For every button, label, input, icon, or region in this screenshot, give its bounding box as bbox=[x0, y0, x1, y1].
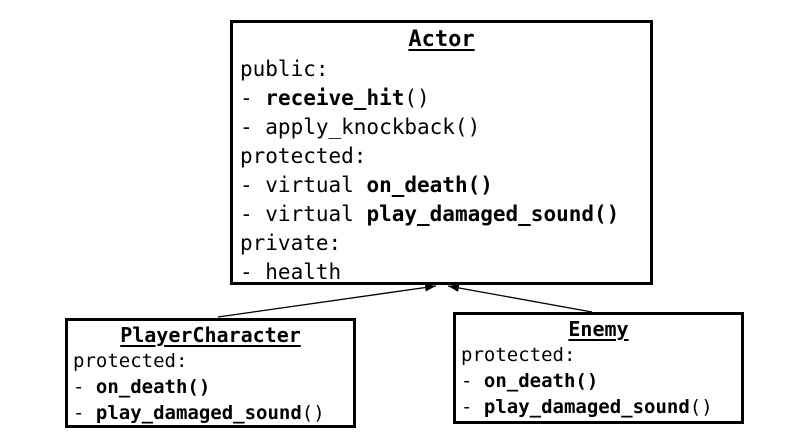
member-line: protected: bbox=[461, 344, 576, 366]
class-members-enemy: protected: - on_death() - play_damaged_sou… bbox=[461, 342, 741, 420]
member-line: - on_death() bbox=[461, 370, 599, 392]
class-title-enemy: Enemy bbox=[568, 317, 629, 341]
member-line: - play_damaged_sound() bbox=[461, 396, 713, 418]
class-box-enemy: Enemy protected: - on_death() - play_damag… bbox=[453, 312, 744, 424]
member-line: protected: bbox=[73, 350, 188, 372]
class-title-playercharacter: PlayerCharacter bbox=[120, 323, 301, 347]
member-line: private: bbox=[240, 231, 342, 255]
member-line: - receive_hit() bbox=[240, 86, 430, 110]
member-line: - virtual on_death() bbox=[240, 173, 493, 197]
class-title-actor: Actor bbox=[408, 27, 475, 52]
class-members-playercharacter: protected: - on_death() - play_damaged_sou… bbox=[73, 348, 353, 426]
inheritance-line-enemy-to-actor bbox=[447, 284, 593, 313]
member-line: - health bbox=[240, 260, 342, 284]
class-members-actor: public: - receive_hit() - apply_knockback(… bbox=[240, 55, 650, 287]
class-box-playercharacter: PlayerCharacter protected: - on_death() - … bbox=[65, 318, 356, 428]
member-line: public: bbox=[240, 57, 329, 81]
class-box-actor: Actor public: - receive_hit() - apply_knoc… bbox=[230, 20, 653, 285]
member-line: protected: bbox=[240, 144, 367, 168]
member-line: - play_damaged_sound() bbox=[73, 402, 325, 424]
member-line: - apply_knockback() bbox=[240, 115, 481, 139]
member-line: - virtual play_damaged_sound() bbox=[240, 202, 620, 226]
inheritance-line-playercharacter-to-actor bbox=[217, 283, 437, 318]
member-line: - on_death() bbox=[73, 376, 211, 398]
